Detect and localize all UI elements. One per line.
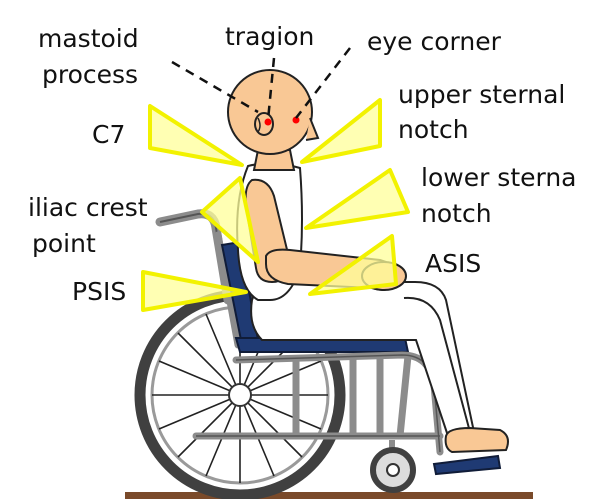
label-asis: ASIS	[425, 249, 481, 278]
label-lower-sternal-line2: notch	[421, 199, 492, 228]
tragion-dot	[265, 119, 272, 126]
label-lower-sternal-line1: lower sterna	[421, 163, 577, 192]
label-c7: C7	[92, 120, 125, 149]
label-psis: PSIS	[72, 277, 126, 306]
label-tragion: tragion	[225, 22, 314, 51]
foot	[446, 428, 508, 452]
label-eye-corner: eye corner	[367, 27, 502, 56]
label-upper-sternal-line2: notch	[398, 115, 469, 144]
lower-sternal-notch-marker	[306, 170, 408, 228]
label-mastoid-line2: process	[42, 60, 138, 89]
footrest	[434, 456, 500, 474]
floor-line	[125, 492, 533, 499]
label-iliac-line1: iliac crest	[28, 193, 148, 222]
label-mastoid-line1: mastoid	[38, 24, 139, 53]
caster-wheel	[373, 450, 413, 490]
label-iliac-line2: point	[32, 229, 96, 258]
label-upper-sternal-line1: upper sternal	[398, 80, 565, 109]
